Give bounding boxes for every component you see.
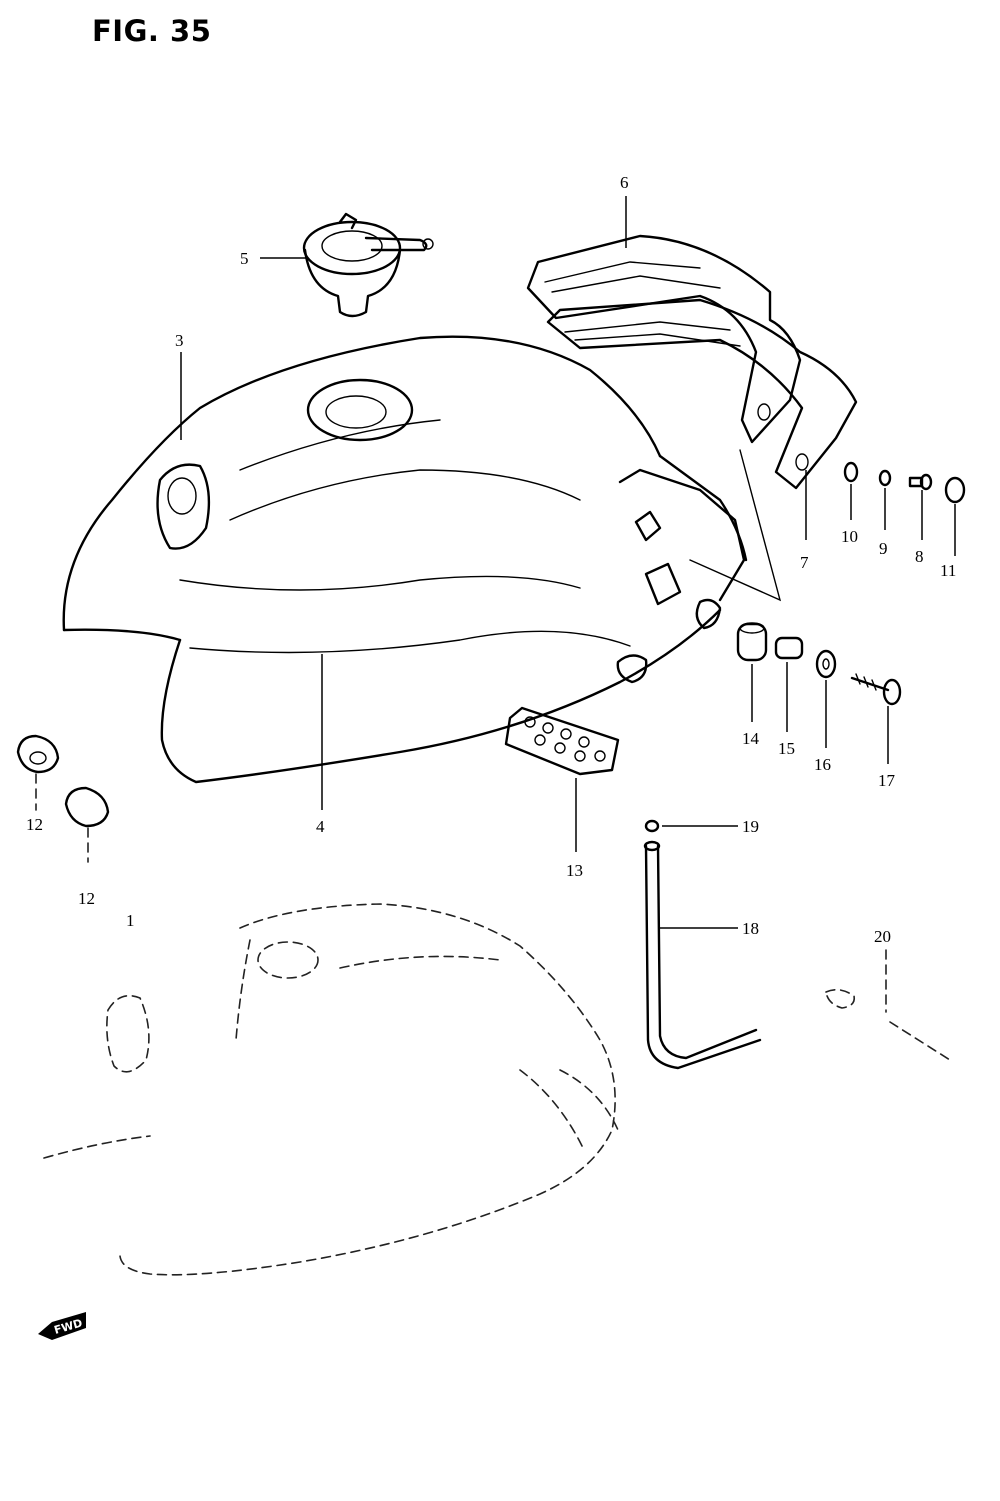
callout-6: 6 [620,173,629,192]
callout-20: 20 [874,927,891,946]
callout-8: 8 [915,547,924,566]
callout-17: 17 [878,771,896,790]
knee-grip-strap-part [526,234,858,490]
callout-18: 18 [742,919,759,938]
callout-9: 9 [879,539,888,558]
grommet-part-12b [64,786,110,828]
figure-title: FIG. 35 [92,14,212,48]
callout-15: 15 [778,739,795,758]
cushion-pad-part-13 [504,706,620,776]
washer-part-16 [815,649,837,679]
collar-part-15 [774,636,804,660]
screw-part-8 [908,473,933,491]
cushion-part-14 [736,622,768,662]
callout-12a: 12 [26,815,43,834]
callout-3: 3 [175,331,184,350]
callout-13: 13 [566,861,583,880]
callout-16: 16 [814,755,831,774]
callout-14: 14 [742,729,760,748]
callout-5: 5 [240,249,249,268]
hose-part-18 [643,840,762,1070]
callout-10: 10 [841,527,858,546]
callout-12b: 12 [78,889,95,908]
fuel-cap-part [302,212,434,318]
tank-assembly-part-1 [43,903,619,1276]
bolt-part-17 [850,673,902,706]
leader-lines [35,196,956,1013]
callout-7: 7 [800,553,809,572]
fuel-tank-part [62,335,782,784]
fwd-arrow-icon: FWD [38,1312,86,1340]
callout-19: 19 [742,817,759,836]
cap-part-11 [944,476,966,504]
washer-part-9 [878,469,892,487]
clip-part-19 [644,819,660,833]
callout-4: 4 [316,817,325,836]
callout-11: 11 [940,561,956,580]
grommet-part-12a [16,734,60,774]
washer-part-10 [843,461,859,483]
screw-part-20 [825,988,951,1061]
callout-1: 1 [126,911,135,930]
